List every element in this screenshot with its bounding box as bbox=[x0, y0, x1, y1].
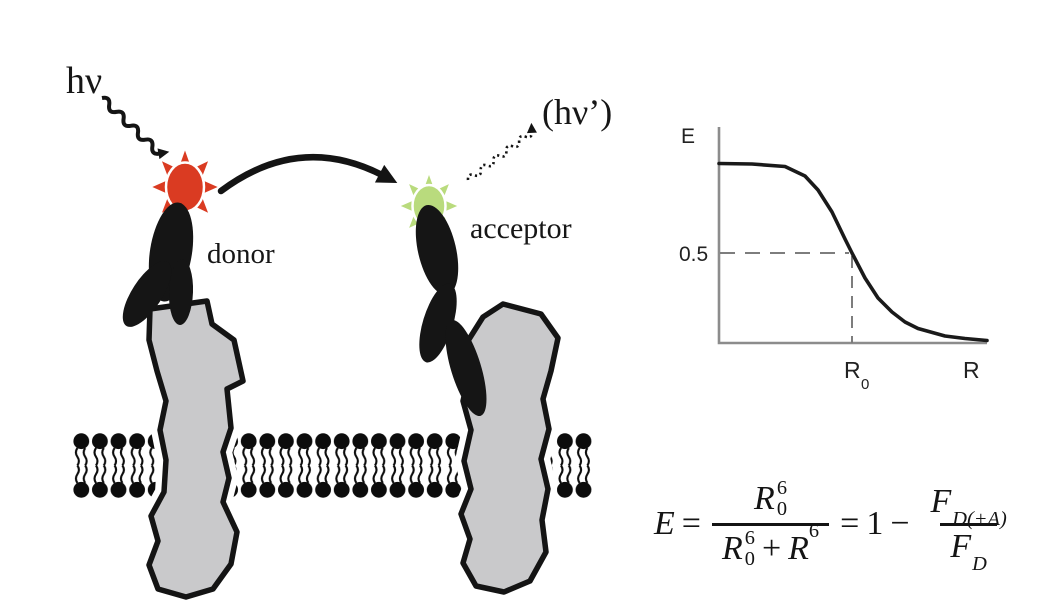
eq-sub-donor: D bbox=[972, 552, 987, 575]
eq-one: 1 bbox=[866, 505, 884, 543]
donor-label: donor bbox=[207, 238, 275, 270]
eq-equals-2: = bbox=[840, 505, 860, 543]
eq-sup-6: 6 bbox=[776, 477, 788, 499]
emission-label: (hν’) bbox=[542, 92, 612, 132]
eq-R: R bbox=[721, 530, 743, 568]
eq-R: R bbox=[754, 480, 775, 518]
emission-arrow-icon bbox=[466, 122, 537, 181]
graph-half-tick-label: 0.5 bbox=[679, 243, 708, 266]
eq-plus: + bbox=[761, 530, 782, 568]
eq-F: F bbox=[930, 482, 952, 520]
eq-equals-1: = bbox=[681, 505, 701, 543]
eq-efficiency: E bbox=[654, 505, 675, 543]
eq-sup-6: 6 bbox=[808, 519, 820, 542]
donor-star-core bbox=[164, 161, 206, 213]
eq-minus: − bbox=[890, 505, 910, 543]
graph-x-axis-label: R bbox=[963, 357, 980, 383]
graph-forster-radius-subscript: 0 bbox=[861, 376, 869, 393]
acceptor-antibody bbox=[415, 204, 487, 417]
membrane-protein-acceptor bbox=[458, 301, 561, 595]
graph-axes bbox=[717, 127, 987, 345]
excitation-label: hν bbox=[66, 60, 102, 102]
efficiency-curve bbox=[717, 161, 989, 343]
eq-F: F bbox=[950, 527, 972, 565]
graph-forster-radius-label: R bbox=[844, 357, 861, 383]
donor-fluorophore-icon bbox=[152, 150, 218, 224]
eq-R: R bbox=[788, 530, 809, 568]
graph-y-axis-label: E bbox=[681, 125, 695, 148]
fret-efficiency-graph: E 0.5 R 0 R bbox=[679, 125, 989, 393]
eq-sub-0: 0 bbox=[744, 548, 755, 571]
excitation-arrow-icon bbox=[101, 95, 170, 160]
donor-antibody bbox=[122, 202, 194, 327]
eq-sup-6: 6 bbox=[744, 526, 755, 549]
membrane-protein-donor bbox=[146, 298, 246, 600]
acceptor-label: acceptor bbox=[470, 212, 572, 245]
energy-transfer-arrow-icon bbox=[217, 153, 398, 195]
eq-sub-0: 0 bbox=[776, 498, 788, 521]
